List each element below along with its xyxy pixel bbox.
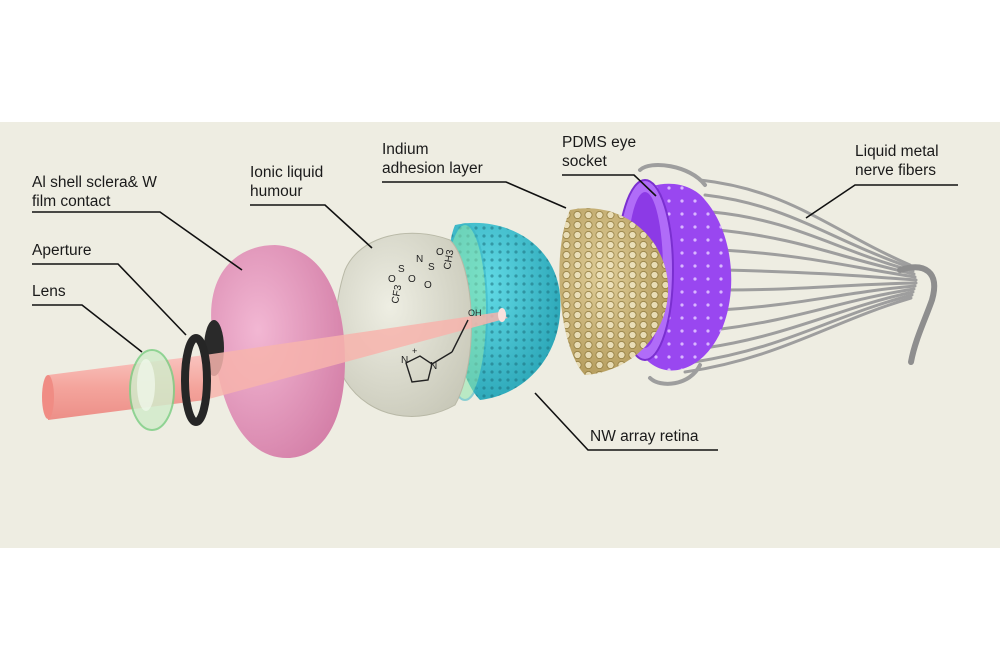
chem-cation-n2: N (430, 361, 437, 372)
label-ionic-liquid-line1: Ionic liquid (250, 164, 324, 181)
leader-al-shell (32, 211, 243, 271)
chem-anion-o1: O (388, 274, 396, 285)
lens (129, 349, 175, 431)
label-indium-line2: adhesion layer (382, 160, 483, 177)
chem-cation-oh: OH (468, 308, 482, 318)
aperture-ring (181, 334, 211, 426)
label-pdms-line2: socket (562, 153, 607, 170)
chem-anion-o4: O (436, 247, 444, 258)
label-lens: Lens (32, 283, 66, 300)
label-nw-array-retina: NW array retina (590, 428, 699, 445)
indium-layer (559, 208, 669, 375)
label-al-shell-line1: Al shell sclera& W (32, 174, 157, 191)
label-aperture: Aperture (32, 242, 92, 259)
label-indium-line1: Indium (382, 141, 429, 158)
chem-anion-s2: S (428, 262, 435, 273)
leader-nw-array (534, 392, 718, 451)
leader-lines (32, 174, 958, 451)
label-ionic-liquid-line2: humour (250, 183, 303, 200)
chemical-structure: CF3 O O S N S O O CH3 N N + OH (388, 247, 482, 383)
leader-pdms (562, 174, 657, 197)
chem-anion-ch3: CH3 (442, 248, 456, 270)
leader-indium (382, 181, 567, 209)
nerve-fibers (638, 163, 938, 386)
chem-cation-n1: N (401, 355, 408, 366)
chem-anion-o3: O (424, 280, 432, 291)
label-pdms-line1: PDMS eye (562, 134, 637, 151)
chem-anion-o2: O (408, 274, 416, 285)
leader-aperture (32, 263, 187, 336)
leader-liquid-metal (805, 184, 958, 219)
chem-cation-plus: + (412, 346, 417, 356)
chem-anion-s1: S (398, 264, 405, 275)
label-liquid-metal-line1: Liquid metal (855, 143, 939, 160)
leader-ionic-liquid (250, 204, 373, 249)
label-al-shell-line2: film contact (32, 193, 111, 210)
chem-anion-cf3: CF3 (390, 284, 404, 305)
chem-anion-n: N (416, 254, 423, 265)
label-liquid-metal-line2: nerve fibers (855, 162, 936, 179)
leader-lens (32, 304, 143, 353)
